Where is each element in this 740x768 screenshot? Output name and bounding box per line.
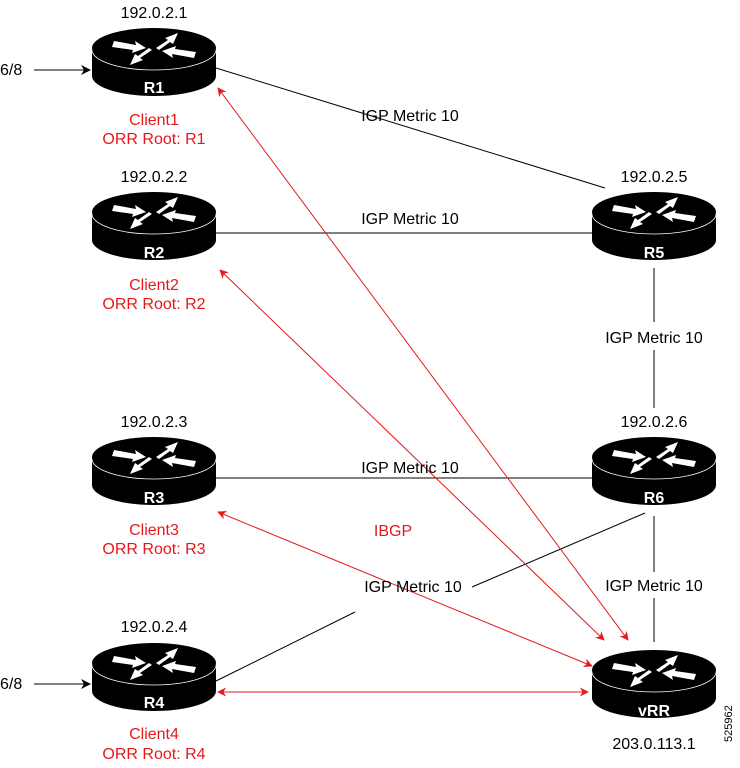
orr-root-label: ORR Root: R4 — [102, 746, 205, 763]
ibgp-vrr-r3 — [217, 510, 593, 668]
client-label: Client3 — [129, 522, 179, 539]
link-r4-r6-b — [471, 512, 646, 588]
igp-label-r2-r5: IGP Metric 10 — [361, 211, 459, 228]
router-name: R5 — [644, 245, 665, 262]
igp-label-r1-r5: IGP Metric 10 — [361, 108, 459, 125]
router-ip: 192.0.2.5 — [621, 169, 688, 186]
router-name: R4 — [144, 695, 165, 712]
figure-id: 525962 — [723, 705, 735, 742]
ibgp-sessions — [217, 87, 629, 697]
router-ip: 192.0.2.1 — [121, 5, 188, 22]
router-r1: R1 192.0.2.1 Client1 ORR Root: R1 6/8 — [0, 5, 217, 148]
igp-label-r6-vrr: IGP Metric 10 — [605, 578, 703, 595]
prefix-label: 6/8 — [0, 62, 22, 79]
router-r6: R6 192.0.2.6 — [591, 414, 717, 507]
router-vrr: vRR 203.0.113.1 — [591, 649, 717, 753]
router-r3: R3 192.0.2.3 Client3 ORR Root: R3 — [91, 414, 217, 558]
router-name: R1 — [144, 80, 165, 97]
router-name: vRR — [638, 703, 670, 720]
router-r4: R4 192.0.2.4 Client4 ORR Root: R4 6/8 — [0, 619, 217, 763]
router-ip: 192.0.2.4 — [121, 619, 188, 636]
orr-root-label: ORR Root: R1 — [102, 131, 205, 148]
igp-labels: IGP Metric 10 IGP Metric 10 IGP Metric 1… — [361, 108, 703, 596]
router-r2: R2 192.0.2.2 Client2 ORR Root: R2 — [91, 169, 217, 313]
igp-label-r4-r6: IGP Metric 10 — [364, 579, 462, 596]
ibgp-vrr-r1 — [217, 87, 629, 641]
router-r5: R5 192.0.2.5 — [591, 169, 717, 262]
igp-links — [34, 65, 655, 689]
router-name: R2 — [144, 245, 165, 262]
orr-root-label: ORR Root: R2 — [102, 296, 205, 313]
router-ip: 192.0.2.6 — [621, 414, 688, 431]
router-name: R6 — [644, 490, 665, 507]
router-ip: 192.0.2.3 — [121, 414, 188, 431]
router-name: R3 — [144, 490, 165, 507]
igp-label-r5-r6: IGP Metric 10 — [605, 330, 703, 347]
prefix-label: 6/8 — [0, 676, 22, 693]
router-ip: 203.0.113.1 — [612, 736, 695, 753]
orr-root-label: ORR Root: R3 — [102, 541, 205, 558]
link-r1-r5 — [215, 67, 606, 189]
router-ip: 192.0.2.2 — [121, 169, 188, 186]
client-label: Client1 — [129, 112, 179, 129]
link-r4-r6-a — [215, 611, 356, 682]
igp-label-r3-r6: IGP Metric 10 — [361, 460, 459, 477]
ibgp-label: IBGP — [374, 523, 412, 540]
client-label: Client2 — [129, 277, 179, 294]
client-label: Client4 — [129, 726, 179, 743]
